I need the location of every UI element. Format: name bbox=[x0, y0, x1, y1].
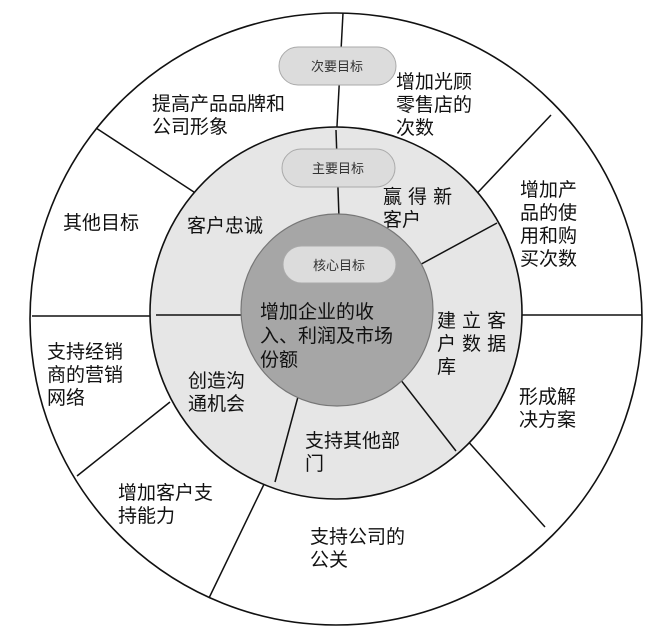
core-goal-text: 增加企业的收 入、利润及市场 份额 bbox=[260, 301, 399, 371]
secondary-goal-other-goals: 其他目标 bbox=[63, 212, 139, 234]
primary-goal-line: 客户 bbox=[383, 209, 421, 231]
secondary-goal-line: 网络 bbox=[47, 387, 85, 409]
secondary-goal-form-solutions: 形成解 决方案 bbox=[519, 386, 582, 431]
secondary-goal-line: 次数 bbox=[396, 117, 434, 139]
primary-goal-line: 客户忠诚 bbox=[187, 215, 263, 237]
primary-goal-line: 支持其他部 bbox=[305, 430, 400, 452]
outer-divider-lower-right bbox=[464, 437, 546, 528]
secondary-goal-line: 持能力 bbox=[118, 505, 175, 527]
secondary-goal-line: 其他目标 bbox=[63, 212, 139, 234]
core-goal-line: 入、利润及市场 bbox=[260, 325, 393, 347]
primary-goal-build-customer-database: 建 立 客 户 数 据 库 bbox=[437, 310, 512, 378]
secondary-goal-line: 公司形象 bbox=[152, 116, 228, 138]
middle-divider-lower-right bbox=[399, 378, 457, 452]
outer-divider-lower-left bbox=[76, 401, 171, 477]
primary-goal-line: 赢 得 新 bbox=[383, 186, 452, 208]
outer-divider-bottom bbox=[208, 475, 269, 599]
primary-goal-win-new-customers: 赢 得 新 客户 bbox=[383, 186, 458, 231]
middle-divider-bottom bbox=[274, 392, 300, 483]
primary-goal-line: 门 bbox=[305, 453, 324, 475]
secondary-goal-line: 决方案 bbox=[519, 409, 576, 431]
secondary-goal-pill: 次要目标 bbox=[278, 46, 397, 86]
middle-divider-upper-right bbox=[413, 222, 498, 269]
primary-goal-pill: 主要目标 bbox=[281, 148, 396, 188]
secondary-goal-line: 用和购 bbox=[520, 225, 577, 247]
secondary-goal-line: 增加客户支 bbox=[118, 482, 213, 504]
primary-goal-support-other-departments: 支持其他部 门 bbox=[305, 430, 406, 475]
primary-goal-line: 户 数 据 bbox=[437, 333, 506, 355]
outer-divider-upper-left bbox=[95, 127, 201, 197]
secondary-goal-improve-brand-image: 提高产品品牌和 公司形象 bbox=[152, 93, 291, 138]
secondary-goal-line: 支持经销 bbox=[47, 341, 123, 363]
core-goal-line: 增加企业的收 bbox=[260, 301, 374, 323]
secondary-goal-increase-customer-support: 增加客户支 持能力 bbox=[118, 482, 219, 527]
primary-goal-pill-shape bbox=[281, 148, 396, 188]
primary-goal-line: 建 立 客 bbox=[437, 310, 506, 332]
primary-goal-customer-loyalty: 客户忠诚 bbox=[187, 215, 263, 237]
secondary-goal-line: 增加产 bbox=[520, 179, 577, 201]
secondary-goal-pill-label: 次要目标 bbox=[311, 59, 363, 75]
secondary-goal-support-public-relations: 支持公司的 公关 bbox=[310, 526, 411, 571]
primary-goal-line: 创造沟 bbox=[188, 370, 245, 392]
primary-goal-line: 库 bbox=[437, 356, 456, 378]
secondary-goal-line: 支持公司的 bbox=[310, 526, 405, 548]
primary-goal-line: 通机会 bbox=[188, 393, 245, 415]
core-goal-pill: 核心目标 bbox=[282, 245, 397, 284]
core-goal-pill-label: 核心目标 bbox=[313, 259, 365, 274]
secondary-goal-line: 形成解 bbox=[519, 386, 576, 408]
secondary-goal-increase-product-usage: 增加产 品的使 用和购 买次数 bbox=[520, 179, 583, 270]
secondary-goal-line: 增加光顾 bbox=[396, 71, 472, 93]
outer-ring-dividers bbox=[32, 12, 642, 599]
secondary-goal-support-distributor-network: 支持经销 商的营销 网络 bbox=[47, 341, 129, 409]
secondary-goal-line: 商的营销 bbox=[47, 364, 123, 386]
secondary-goal-line: 公关 bbox=[310, 549, 348, 571]
outer-divider-upper-right bbox=[465, 114, 552, 206]
secondary-goal-increase-store-visits: 增加光顾 零售店的 次数 bbox=[396, 71, 478, 139]
secondary-goal-line: 品的使 bbox=[520, 202, 577, 224]
secondary-goal-line: 零售店的 bbox=[396, 94, 472, 116]
primary-goal-pill-label: 主要目标 bbox=[312, 162, 364, 177]
core-goal-line: 份额 bbox=[260, 349, 298, 371]
primary-goal-create-communication-opportunities: 创造沟 通机会 bbox=[188, 370, 251, 415]
secondary-goal-line: 买次数 bbox=[520, 248, 577, 270]
core-goal-pill-shape bbox=[282, 245, 397, 284]
secondary-goal-pill-shape bbox=[278, 46, 397, 86]
secondary-goal-line: 提高产品品牌和 bbox=[152, 93, 285, 115]
